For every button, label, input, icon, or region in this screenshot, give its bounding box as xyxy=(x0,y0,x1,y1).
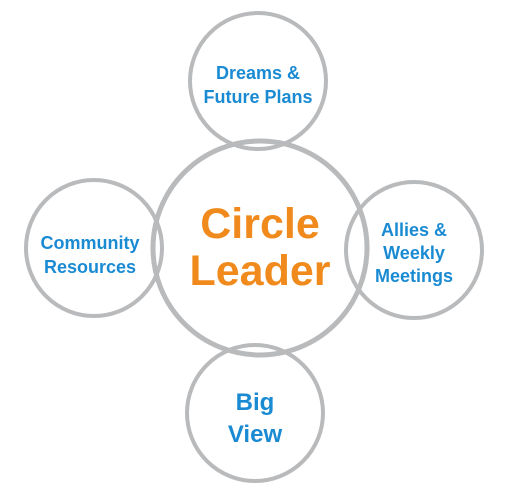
center-circle xyxy=(150,138,370,358)
left-circle xyxy=(24,178,164,318)
center-label-line2: Leader xyxy=(189,247,330,295)
left-label-line2: Resources xyxy=(44,257,136,277)
left-label-line1: Community xyxy=(41,233,140,253)
bottom-label-line1: Big xyxy=(236,389,275,416)
top-label-line1: Dreams & xyxy=(216,63,300,83)
right-label-line2: Weekly xyxy=(383,243,445,263)
center-label-line1: Circle xyxy=(200,200,320,248)
right-label-line1: Allies & xyxy=(381,220,447,240)
top-circle xyxy=(188,11,328,151)
bottom-label-line2: View xyxy=(228,421,283,448)
right-circle xyxy=(344,180,484,320)
top-label-line2: Future Plans xyxy=(203,87,312,107)
right-label-line3: Meetings xyxy=(375,266,453,286)
bottom-circle xyxy=(185,343,325,483)
